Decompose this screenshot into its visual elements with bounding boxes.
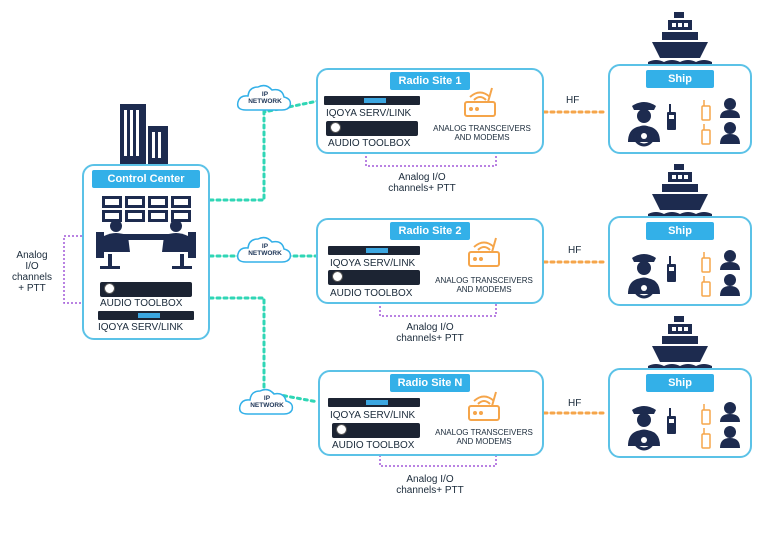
site1-audio-toolbox-device <box>326 121 418 136</box>
siten-audio-toolbox-label: AUDIO TOOLBOX <box>332 440 415 451</box>
site1-hf-label: HF <box>566 95 580 106</box>
ship-3-title: Ship <box>646 374 714 392</box>
building-icon <box>120 104 168 164</box>
transceiver-icon <box>464 87 496 117</box>
ip-link-site1 <box>208 99 320 202</box>
analog-link-cc <box>63 235 98 304</box>
cc-audio-toolbox-device <box>100 282 192 297</box>
captain-icon <box>628 406 660 451</box>
cloud-icon <box>236 236 292 263</box>
crew-member-icon <box>720 250 740 296</box>
site1-serv-link-device <box>324 96 420 105</box>
site2-serv-link-device <box>328 246 420 255</box>
crew-member-icon <box>720 98 740 144</box>
captain-icon <box>628 254 660 299</box>
site2-hf-label: HF <box>568 245 582 256</box>
ship-icon <box>648 316 712 368</box>
cc-audio-toolbox-label: AUDIO TOOLBOX <box>100 298 183 309</box>
cc-serv-link-device <box>98 311 194 320</box>
radio-site-1-title: Radio Site 1 <box>390 72 470 90</box>
ship-2-title: Ship <box>646 222 714 240</box>
transceiver-icon <box>468 391 500 421</box>
analog-link-siten <box>379 455 497 467</box>
siten-serv-link-label: IQOYA SERV/LINK <box>330 410 416 421</box>
crew-radio-icons <box>701 252 711 297</box>
handheld-radio-icon <box>667 256 676 282</box>
crew-member-icon <box>720 402 740 448</box>
transceiver-icon <box>468 237 500 267</box>
handheld-radio-icon <box>667 408 676 434</box>
ship-1-title: Ship <box>646 70 714 88</box>
radio-site-n-title: Radio Site N <box>390 374 470 392</box>
crew-radio-icons <box>701 404 711 449</box>
site2-audio-toolbox-device <box>328 270 420 285</box>
cc-serv-link-label: IQOYA SERV/LINK <box>98 322 184 333</box>
site1-serv-link-label: IQOYA SERV/LINK <box>326 108 412 119</box>
cloud-icon <box>236 84 292 111</box>
siten-hf-label: HF <box>568 398 582 409</box>
site2-serv-link-label: IQOYA SERV/LINK <box>330 258 416 269</box>
ip-link-siten <box>208 296 320 404</box>
radio-site-n-box <box>318 370 544 456</box>
cloud-icon <box>238 388 294 415</box>
cc-analog-side-label: Analog I/O channels + PTT <box>11 250 53 294</box>
crew-radio-icons <box>701 100 711 145</box>
site2-audio-toolbox-label: AUDIO TOOLBOX <box>330 288 413 299</box>
analog-link-site2 <box>379 302 497 317</box>
handheld-radio-icon <box>667 104 676 130</box>
site1-audio-toolbox-label: AUDIO TOOLBOX <box>328 138 411 149</box>
captain-icon <box>628 102 660 147</box>
ship-icon <box>648 12 712 64</box>
radio-site-2-title: Radio Site 2 <box>390 222 470 240</box>
ship-icon <box>648 164 712 216</box>
control-center-title: Control Center <box>92 170 200 188</box>
siten-serv-link-device <box>328 398 420 407</box>
analog-link-site1 <box>365 152 497 167</box>
operators-icon <box>96 196 196 269</box>
siten-audio-toolbox-device <box>332 423 420 438</box>
